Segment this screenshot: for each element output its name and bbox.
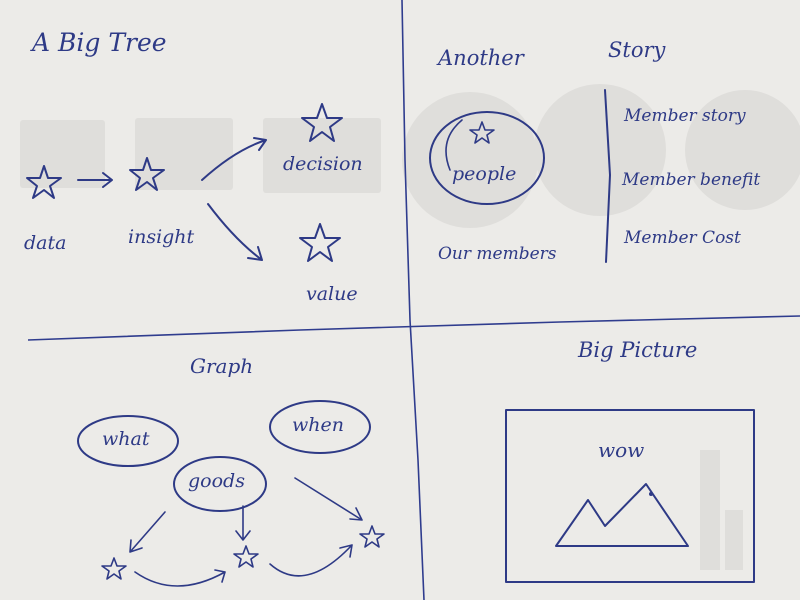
- star-icon-graph-left: [101, 557, 127, 580]
- label-our-members: Our members: [438, 244, 557, 264]
- arrow-goods-left: [129, 511, 166, 553]
- label-when: when: [292, 414, 344, 436]
- people-circle: [429, 111, 545, 205]
- label-member-story: Member story: [624, 106, 746, 126]
- arrow-goods-down: [235, 505, 251, 541]
- story-title-right: Story: [608, 38, 666, 62]
- picture-frame: [505, 409, 755, 583]
- mountain-icon: [555, 483, 689, 547]
- what-node: [77, 415, 179, 467]
- arrow-goods-right: [294, 477, 363, 521]
- show-through-marks: [20, 84, 800, 570]
- label-goods: goods: [188, 470, 245, 492]
- tree-title: A Big Tree: [32, 28, 167, 57]
- arrow-insight-to-value: [207, 203, 263, 261]
- story-title-left: Another: [438, 46, 524, 70]
- people-circle-inner-arc: [445, 119, 463, 171]
- when-node: [269, 400, 371, 454]
- star-icon-decision: [301, 103, 343, 142]
- label-value: value: [306, 283, 358, 305]
- story-separator: [604, 89, 611, 263]
- story-diagram: [429, 89, 611, 263]
- curve-left-to-mid: [134, 569, 226, 587]
- picture-title: Big Picture: [578, 338, 698, 362]
- label-data: data: [24, 232, 67, 254]
- star-icon-people: [469, 121, 495, 144]
- vertical-divider: [401, 0, 425, 600]
- label-what: what: [102, 428, 150, 450]
- label-member-cost: Member Cost: [624, 228, 741, 248]
- graph-title: Graph: [190, 354, 254, 378]
- arrow-insight-to-decision: [201, 137, 267, 181]
- label-wow: wow: [598, 438, 645, 462]
- star-icon-value: [299, 223, 341, 262]
- label-decision: decision: [283, 153, 363, 175]
- star-icon-data: [26, 165, 62, 199]
- arrow-data-to-insight: [77, 172, 113, 188]
- star-icon-graph-mid: [233, 545, 259, 568]
- star-icon-graph-right: [359, 525, 385, 548]
- goods-node: [173, 456, 267, 512]
- picture-diagram: [505, 409, 755, 583]
- tree-diagram: [26, 103, 343, 262]
- horizontal-divider: [27, 315, 800, 341]
- sun-dot-icon: [649, 492, 653, 496]
- label-insight: insight: [128, 226, 195, 248]
- label-member-benefit: Member benefit: [622, 170, 761, 190]
- curve-mid-to-right: [269, 544, 353, 577]
- graph-diagram: [77, 400, 385, 587]
- label-people: people: [452, 163, 517, 185]
- star-icon-insight: [129, 157, 165, 191]
